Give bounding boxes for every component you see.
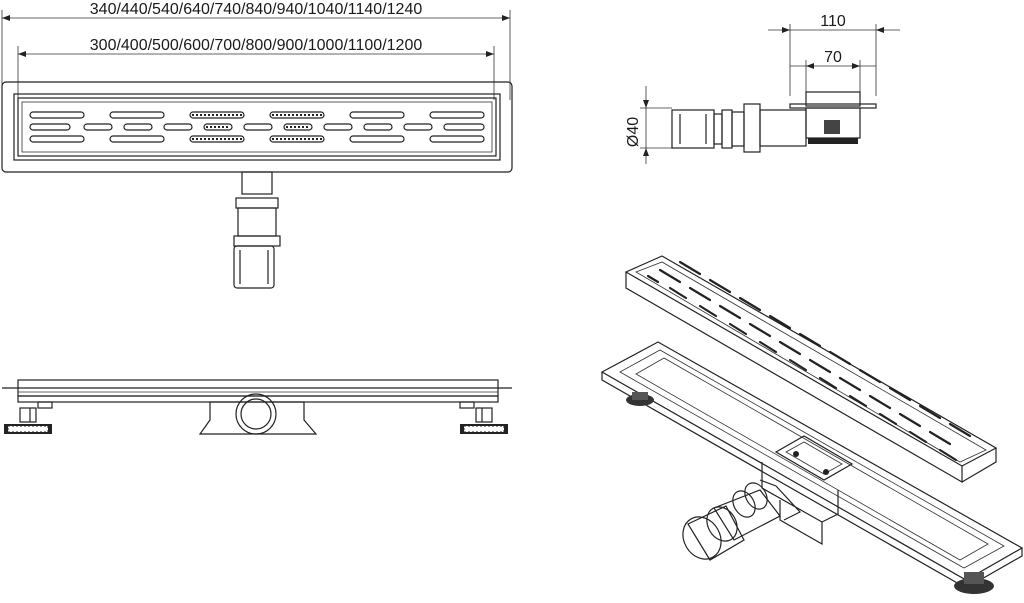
- iso-outlet-pipe: [682, 479, 801, 561]
- isometric-view: [600, 255, 1024, 594]
- end-view: 110 70 Ø40: [625, 13, 900, 164]
- grate-slots: [29, 111, 485, 143]
- top-view: 340/440/540/640/740/840/940/1040/1140/12…: [1, 1, 513, 289]
- outlet-pipe-top: [233, 171, 281, 289]
- right-foot: [459, 401, 508, 434]
- outlet-pipe-side: [671, 103, 807, 153]
- drain-frame: [1, 81, 513, 173]
- left-foot: [4, 401, 53, 434]
- width-110-label: 110: [820, 13, 846, 30]
- outlet-circle: [235, 393, 277, 435]
- diameter-label: Ø40: [625, 117, 642, 147]
- outer-length-label: 340/440/540/640/740/840/940/1040/1140/12…: [90, 1, 423, 18]
- width-70-label: 70: [824, 49, 842, 66]
- channel-top: [805, 91, 861, 107]
- iso-grate: [624, 255, 998, 484]
- side-view: [2, 379, 512, 435]
- inner-length-label: 300/400/500/600/700/800/900/1000/1100/12…: [90, 37, 423, 54]
- iso-channel: [600, 341, 1024, 594]
- sump-body: [198, 401, 318, 435]
